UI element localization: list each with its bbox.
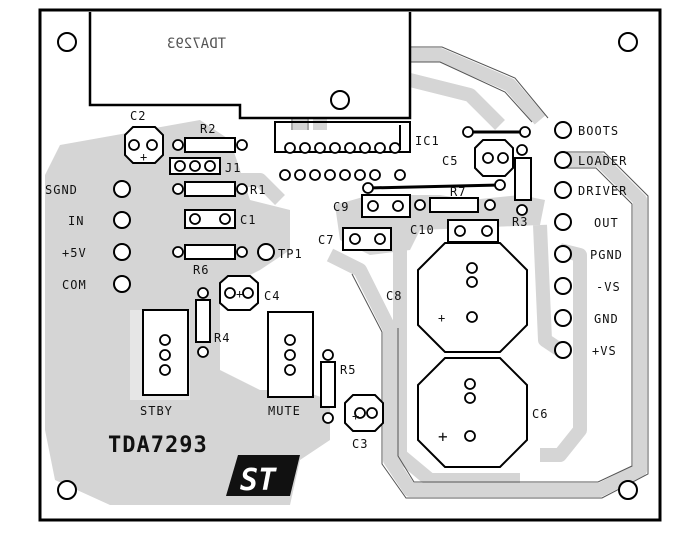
label-r2: R2 [200,122,216,136]
ic1-footprint: IC1 [274,121,440,181]
label-c1: C1 [240,213,256,227]
c6-footprint: + C6 [417,357,548,468]
label-mute: MUTE [268,404,301,418]
c9-footprint: C9 [333,194,411,218]
label-j1: J1 [225,161,241,175]
c10-footprint: C10 [410,219,499,243]
label-gnd: GND [594,312,619,326]
mirrored-part-text: TDA7293 [167,36,226,52]
label-r4: R4 [214,331,230,345]
label-in: IN [68,214,84,228]
label-5v: +5V [62,246,87,260]
label-c3: C3 [352,437,368,451]
c3-footprint: + C3 [344,394,384,451]
label-vs-pos: +VS [592,344,617,358]
c2-footprint: + C2 [124,109,164,164]
mounting-hole-bottom-right [618,480,638,500]
label-out: OUT [594,216,619,230]
label-com: COM [62,278,87,292]
label-c6: C6 [532,407,548,421]
r4-footprint: R4 [195,287,230,358]
svg-text:+: + [438,427,449,446]
label-c10: C10 [410,223,435,237]
r2-footprint: R2 [172,122,248,153]
label-boots: BOOTS [578,124,619,138]
label-tp1: TP1 [278,247,303,261]
svg-text:+: + [438,311,446,325]
svg-text:+: + [352,409,360,423]
st-logo: ST [226,455,300,498]
mounting-holes [57,32,638,500]
label-r1: R1 [250,183,266,197]
heatsink-outline: TDA7293 [88,12,412,120]
right-connector-pads [554,121,572,359]
label-r5: R5 [340,363,356,377]
mounting-hole-bottom-left [57,480,77,500]
label-c4: C4 [264,289,280,303]
label-r7: R7 [450,185,466,199]
tp1-footprint: TP1 [257,243,303,261]
r6-footprint: R6 [172,244,248,277]
c4-footprint: + C4 [219,275,280,311]
r5-footprint: R5 [320,349,356,424]
label-ic1: IC1 [415,134,440,148]
r3-footprint: R3 [512,144,532,229]
c5-footprint: C5 [442,139,514,177]
label-c9: C9 [333,200,349,214]
label-r6: R6 [193,263,209,277]
svg-text:ST: ST [240,463,277,498]
heatsink-mount-hole [330,90,350,110]
stby-footprint: STBY [140,309,189,418]
label-c2: C2 [130,109,146,123]
board-title: TDA7293 [108,433,208,458]
label-r3: R3 [512,215,528,229]
svg-text:+: + [236,287,244,301]
mute-footprint: MUTE [267,311,314,418]
label-driver: DRIVER [578,184,627,198]
c8-footprint: + C8 [386,242,528,353]
mounting-hole-top-left [57,32,77,52]
j1-footprint: J1 [169,157,241,175]
label-c8: C8 [386,289,402,303]
label-stby: STBY [140,404,173,418]
label-sgnd: SGND [45,183,78,197]
left-connector-pads [113,180,131,293]
label-c7: C7 [318,233,334,247]
c1-footprint: C1 [184,209,256,229]
wire-link [362,126,531,194]
r7-footprint: R7 [414,185,496,213]
c7-footprint: C7 [318,227,392,251]
label-loader: LOADER [578,154,627,168]
mounting-hole-top-right [618,32,638,52]
label-vs-neg: -VS [596,280,621,294]
label-pgnd: PGND [590,248,623,262]
svg-text:+: + [140,150,148,164]
r1-footprint: R1 [172,181,266,197]
label-c5: C5 [442,154,458,168]
